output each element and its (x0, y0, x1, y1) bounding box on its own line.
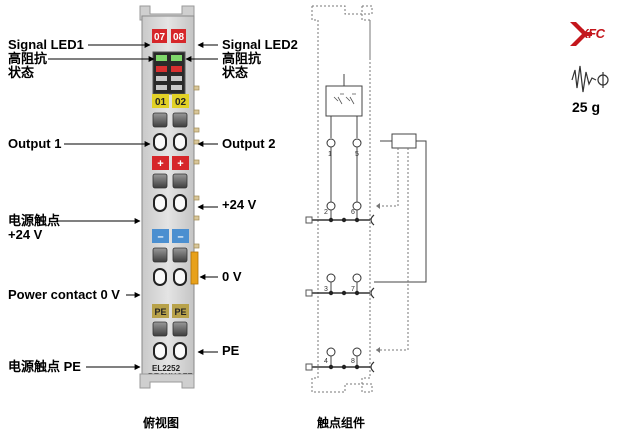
weight-value: 25 g (572, 99, 601, 115)
caption-top-view: 俯视图 (143, 416, 180, 430)
label-power-contact-24v-1: 电源触点 (8, 213, 61, 228)
leader-arrows (48, 42, 218, 370)
label-plus24v: +24 V (222, 197, 257, 212)
signal-led1 (156, 55, 167, 61)
minus-tag-left (152, 229, 169, 243)
signal-led2 (171, 55, 182, 61)
led-blank-2 (171, 76, 182, 81)
label-pe: PE (222, 343, 240, 358)
label-output2: Output 2 (222, 136, 276, 151)
led-07-label: 07 (154, 32, 166, 43)
label-high-impedance-left-1: 高阻抗 (8, 51, 48, 66)
xfc-logo-text: XFC (580, 26, 605, 41)
led-08-label: 08 (173, 32, 185, 43)
switch-element-box (325, 85, 363, 117)
power-rails (312, 219, 370, 368)
caption-contact-assembly: 触点组件 (317, 416, 366, 430)
contact-number-8: 8 (351, 358, 355, 365)
pe-tag-left (152, 304, 169, 318)
minus-label-left: – (157, 231, 163, 243)
plus-tag-right (172, 156, 189, 170)
minus-label-right: – (177, 231, 183, 243)
plus-tag-left (152, 156, 169, 170)
side-power-contacts (193, 85, 200, 249)
label-power-contact-pe: 电源触点 PE (8, 359, 81, 374)
contact-number-2: 2 (324, 209, 328, 216)
contact-assembly: 1 5 2 6 3 7 4 8 (305, 5, 427, 393)
module-model-label: EL2252 (152, 364, 181, 373)
label-zero-v: 0 V (222, 269, 242, 284)
contact-number-4: 4 (324, 358, 328, 365)
plus-label-left: + (157, 158, 163, 170)
external-supply-box (391, 133, 417, 149)
xfc-logo (570, 22, 592, 46)
spring-terminals (152, 112, 188, 360)
plus-label-right: + (177, 158, 183, 170)
minus-tag-right (172, 229, 189, 243)
label-high-impedance-right-1: 高阻抗 (222, 51, 262, 66)
label-output1: Output 1 (8, 136, 62, 151)
contact-number-6: 6 (351, 209, 355, 216)
pe-tag-right (172, 304, 189, 318)
led-07-tag (152, 29, 167, 43)
terminal-module: 07 08 01 02 + + – – PE PE (139, 5, 200, 389)
pe-label-right: PE (174, 307, 186, 317)
high-impedance-led-left (156, 66, 167, 72)
label-signal-led2: Signal LED2 (222, 37, 298, 52)
label-high-impedance-right-2: 状态 (222, 65, 249, 80)
contact-number-7: 7 (351, 286, 355, 293)
channel-02-tag (172, 94, 189, 108)
channel-01-label: 01 (155, 97, 167, 108)
label-high-impedance-left-2: 状态 (8, 65, 35, 80)
label-power-contact-0v: Power contact 0 V (8, 287, 120, 302)
label-power-contact-24v-2: +24 V (8, 227, 43, 242)
pe-label-left: PE (154, 307, 166, 317)
channel-01-tag (152, 94, 169, 108)
led-blank-3 (156, 85, 167, 90)
led-08-tag (171, 29, 186, 43)
contact-number-1: 1 (328, 151, 332, 158)
channel-02-label: 02 (175, 97, 187, 108)
label-signal-led1: Signal LED1 (8, 37, 84, 52)
power-contact-0v-side (190, 251, 199, 285)
led-blank-1 (156, 76, 167, 81)
high-impedance-led-right (171, 66, 182, 72)
contact-number-3: 3 (324, 286, 328, 293)
led-blank-4 (171, 85, 182, 90)
weight-wave-icon (571, 65, 609, 93)
